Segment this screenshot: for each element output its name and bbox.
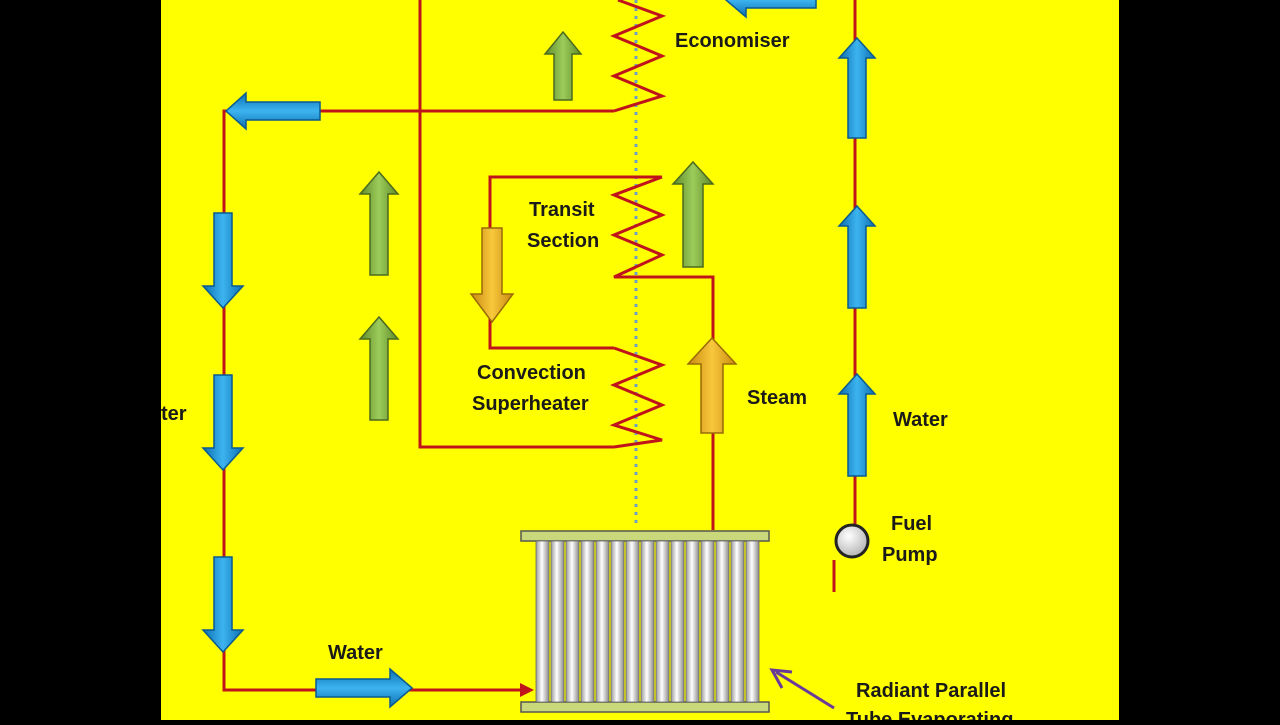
tube [655, 540, 670, 703]
water-flow-arrow [724, 0, 817, 19]
water-label-right: Water [893, 409, 948, 431]
steam-label: Steam [747, 387, 807, 409]
left-black-bar [0, 0, 161, 720]
economiser-label: Economiser [675, 30, 790, 52]
gas-flow-arrow [543, 30, 583, 101]
tube [685, 540, 700, 703]
tube [730, 540, 745, 703]
radiant-label-1: Radiant Parallel [856, 680, 1006, 702]
water-flow-arrow [224, 91, 321, 131]
tube [640, 540, 655, 703]
convection-label-2: Superheater [472, 393, 589, 415]
pointer-arrow [769, 668, 835, 710]
water-label-left: ter [161, 403, 187, 425]
gas-flow-arrow [358, 315, 400, 421]
transit-label-2: Section [527, 230, 599, 252]
tube [580, 540, 595, 703]
water-flow-arrow [201, 374, 245, 472]
water-flow-arrow [315, 667, 414, 709]
tube [535, 540, 550, 703]
tube [745, 540, 760, 703]
tube [715, 540, 730, 703]
gas-flow-arrow [671, 160, 715, 268]
radiant-tube-bank [520, 530, 770, 713]
tube [625, 540, 640, 703]
water-flow-arrow [201, 212, 245, 310]
tube [700, 540, 715, 703]
water-flow-arrow [837, 372, 877, 477]
pump-label: Pump [882, 544, 938, 566]
transit-label-1: Transit [529, 199, 595, 221]
tube [595, 540, 610, 703]
right-black-bar [1119, 0, 1280, 720]
water-flow-arrow [837, 204, 877, 309]
water-flow-arrow [201, 556, 245, 654]
economiser-coil [610, 0, 667, 113]
gas-flow-arrow [358, 170, 400, 276]
transit-section-coil [609, 175, 666, 279]
fuel-pump-icon [834, 523, 870, 559]
radiant-label-2: Tube Evaporating [846, 709, 1013, 720]
tube [550, 540, 565, 703]
tube [610, 540, 625, 703]
tube [565, 540, 580, 703]
tube [670, 540, 685, 703]
water-flow-arrow [837, 36, 877, 139]
steam-flow-arrow [686, 336, 738, 434]
pipe-arrowhead [520, 683, 534, 697]
water-label-bottom: Water [328, 642, 383, 664]
steam-flow-arrow [469, 227, 515, 324]
fuel-label: Fuel [891, 513, 932, 535]
convection-label-1: Convection [477, 362, 586, 384]
convection-superheater-coil [609, 346, 667, 449]
